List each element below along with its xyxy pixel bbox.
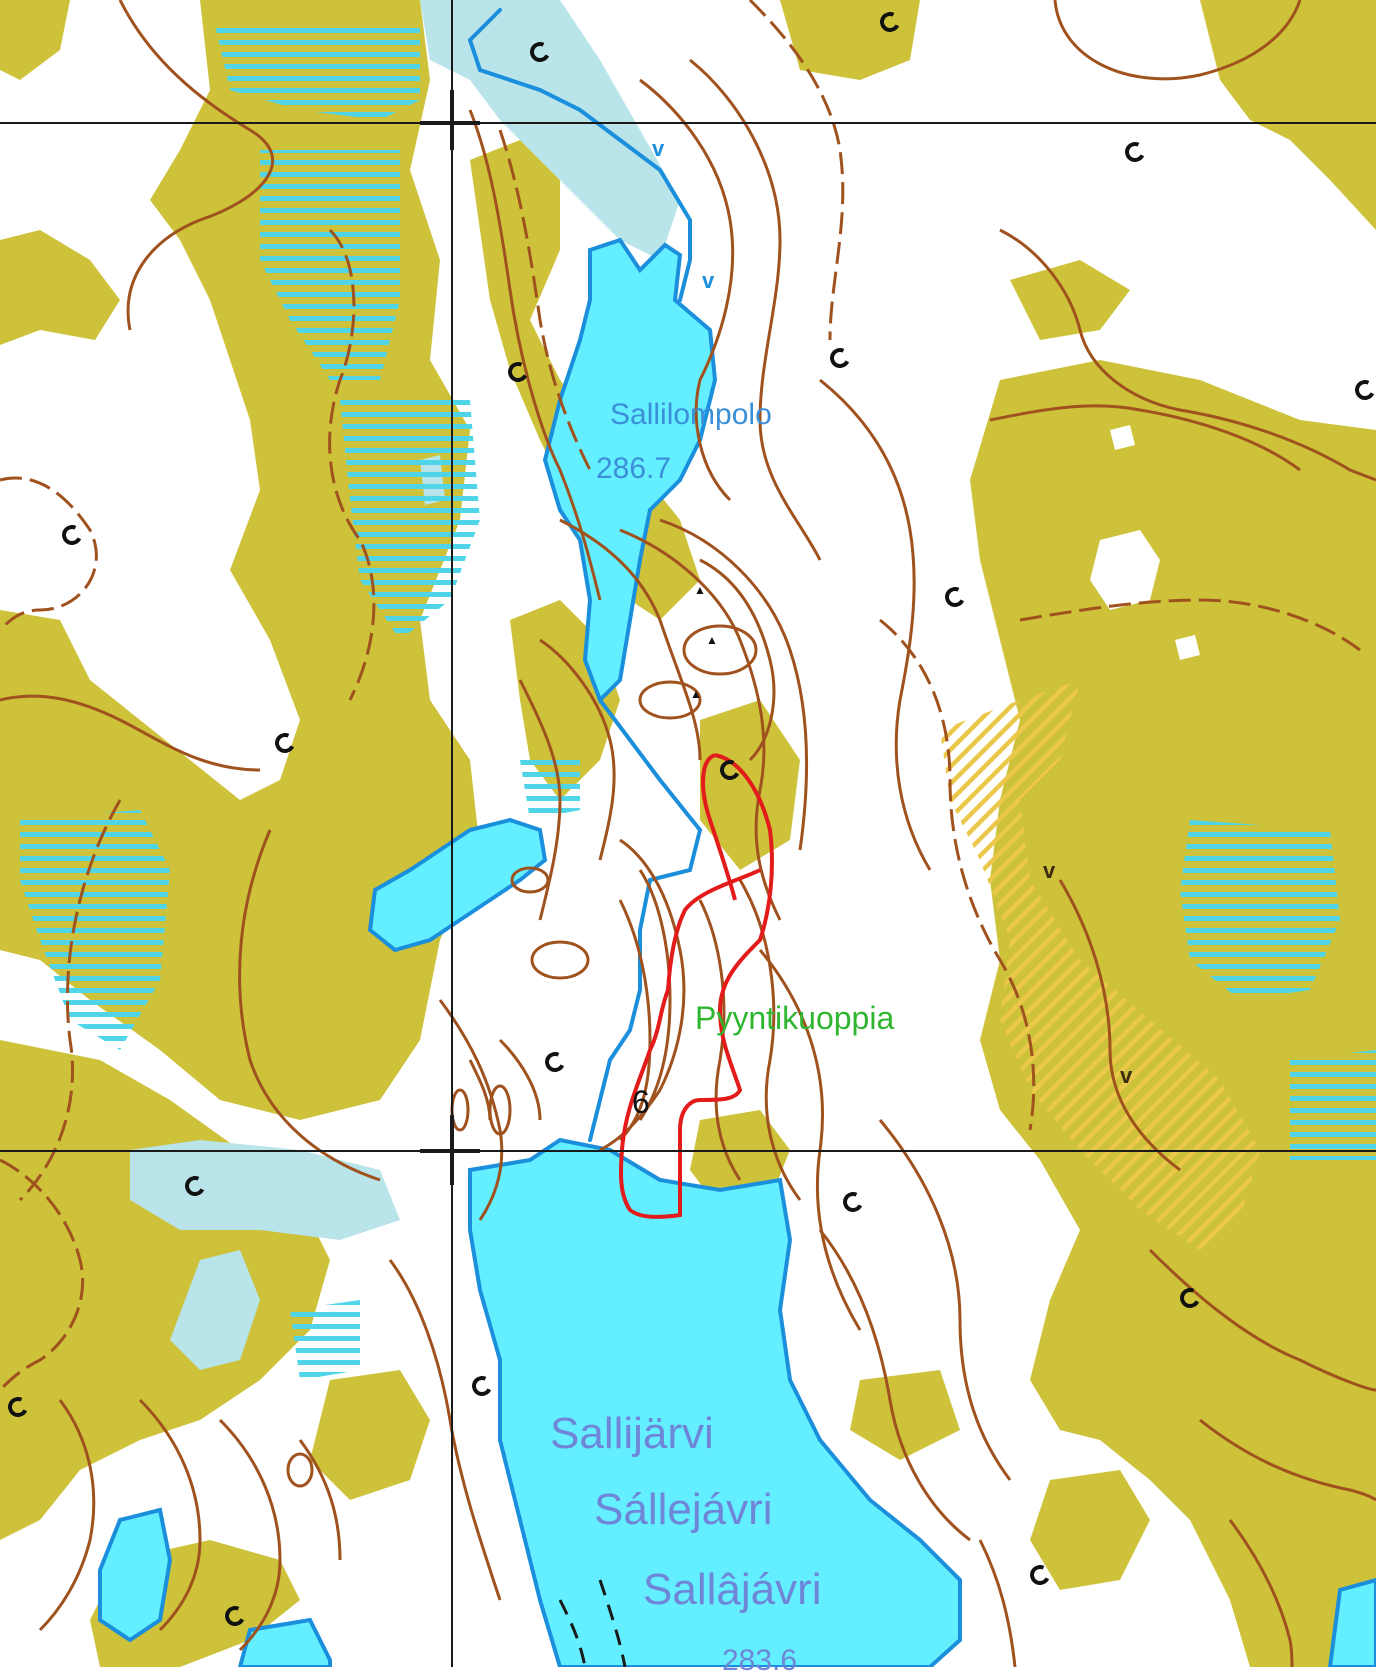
lake-name-inari-sami: Sallâjávri	[643, 1565, 822, 1614]
pond-name-label: Sallilompolo	[610, 398, 772, 431]
cliff-icon: ▲	[694, 583, 706, 597]
marsh-icon: v	[652, 136, 665, 161]
pond-southwest	[98, 1507, 173, 1643]
pond-elevation-label: 286.7	[596, 452, 672, 485]
pond-south	[237, 1617, 332, 1669]
semi-open-land	[940, 680, 1260, 1250]
pond-sallilompolo	[542, 237, 718, 704]
cliff-icon: ▲	[706, 633, 718, 647]
lake-name-finnish: Sallijärvi	[550, 1409, 714, 1458]
small-lake-west	[367, 817, 548, 953]
water-bodies	[98, 237, 1376, 1669]
feature-name-label: Pyyntikuoppia	[695, 1000, 895, 1036]
lake-sallijarvi	[468, 1137, 962, 1669]
marsh-icon: v	[702, 268, 715, 293]
marsh-areas	[20, 25, 1376, 1380]
marsh-icon: v	[1120, 1063, 1133, 1088]
spot-number-label: 6	[632, 1084, 650, 1120]
lake-name-north-sami: Sállejávri	[594, 1485, 773, 1534]
grid-tick-marks	[420, 90, 480, 1185]
pond-southeast	[1327, 1577, 1376, 1669]
clearings	[1090, 425, 1200, 660]
streams	[467, 8, 703, 1142]
marsh-icon: v	[1043, 858, 1056, 883]
lake-elevation-label: 283.6	[722, 1644, 798, 1677]
site-boundary	[619, 753, 774, 1219]
cliff-icon: ▲	[690, 687, 702, 701]
